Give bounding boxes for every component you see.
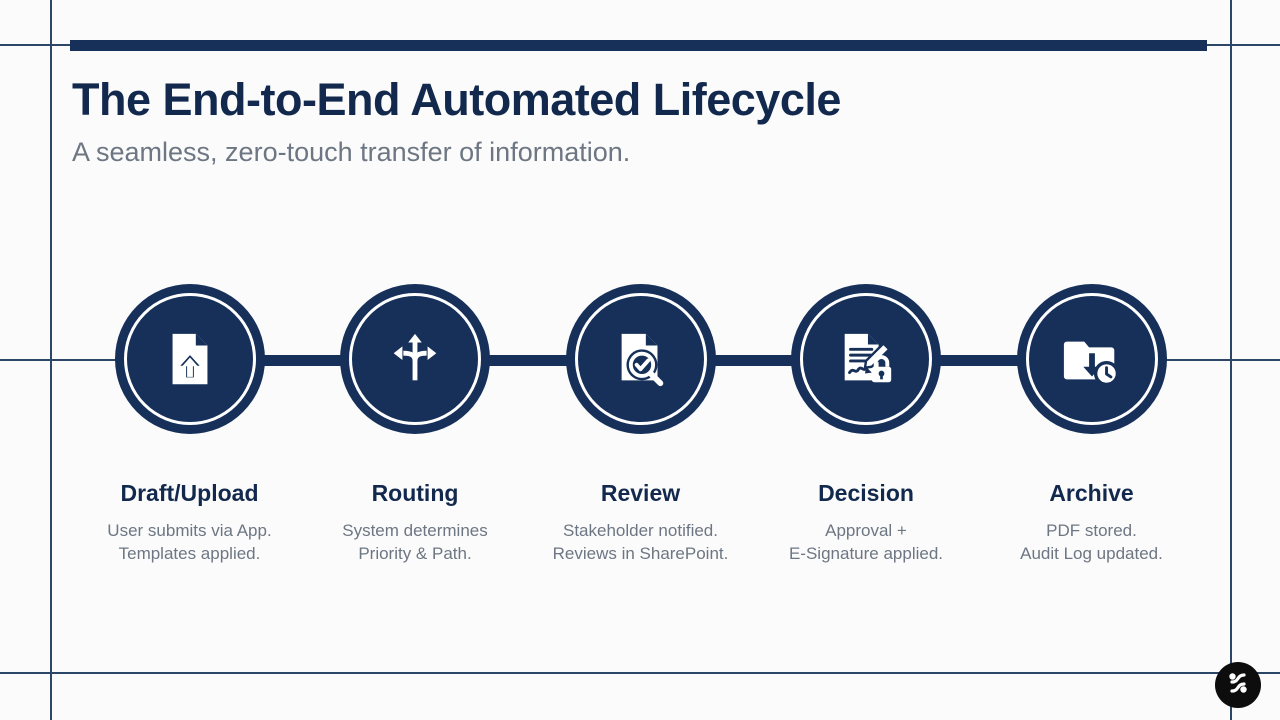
step-icon-circle [340,284,490,434]
lifecycle-flow: Draft/Upload User submits via App. Templ… [77,284,1204,584]
step-description-line1: Approval + [825,520,907,540]
step-icon-circle [1016,284,1167,434]
step-description-line1: PDF stored. [1046,520,1137,540]
document-upload-icon [159,328,221,390]
step-description-line2: Priority & Path. [358,544,472,564]
document-magnifier-check-icon [610,328,672,390]
step-description-line2: E-Signature applied. [788,544,944,564]
step-description-line2: Templates applied. [118,544,261,564]
step-description-line1: System determines [342,520,488,540]
page-title: The End-to-End Automated Lifecycle [72,74,841,125]
branching-arrows-icon [384,328,446,390]
step-label: Draft/Upload [120,480,259,506]
brand-logo[interactable] [1215,662,1261,708]
step-label: Archive [1049,480,1134,506]
step-icon-circle [791,284,941,434]
step-icon-circle [114,284,265,434]
step-description-line2: Reviews in SharePoint. [552,544,729,564]
step-description-line1: User submits via App. [107,520,272,540]
step-description-line2: Audit Log updated. [1020,544,1163,564]
flow-step-decision[interactable]: Decision Approval + E-Signature applied. [754,284,979,566]
step-description: User submits via App. Templates applied. [107,519,271,566]
step-description: Stakeholder notified. Reviews in SharePo… [553,519,729,566]
step-description: PDF stored. Audit Log updated. [1020,519,1163,566]
signed-document-lock-icon [835,328,897,390]
step-description: Approval + E-Signature applied. [789,519,943,566]
step-description: System determines Priority & Path. [342,519,488,566]
step-label: Review [600,480,681,506]
flow-step-archive[interactable]: Archive PDF stored. Audit Log updated. [979,284,1204,566]
brand-logo-icon [1222,667,1254,704]
step-icon-circle [565,284,716,434]
step-description-line1: Stakeholder notified. [562,520,718,540]
flow-step-review[interactable]: Review Stakeholder notified. Reviews in … [528,284,753,566]
step-label: Decision [818,480,914,506]
header-accent-bar [70,40,1207,51]
flow-step-routing[interactable]: Routing System determines Priority & Pat… [303,284,528,566]
folder-download-clock-icon [1061,328,1123,390]
page-subtitle: A seamless, zero-touch transfer of infor… [72,136,631,167]
header-block: The End-to-End Automated Lifecycle A sea… [72,74,1172,168]
guide-line-horizontal-bottom [0,672,1280,674]
flow-step-draft-upload[interactable]: Draft/Upload User submits via App. Templ… [77,284,302,566]
step-label: Routing [371,480,459,506]
